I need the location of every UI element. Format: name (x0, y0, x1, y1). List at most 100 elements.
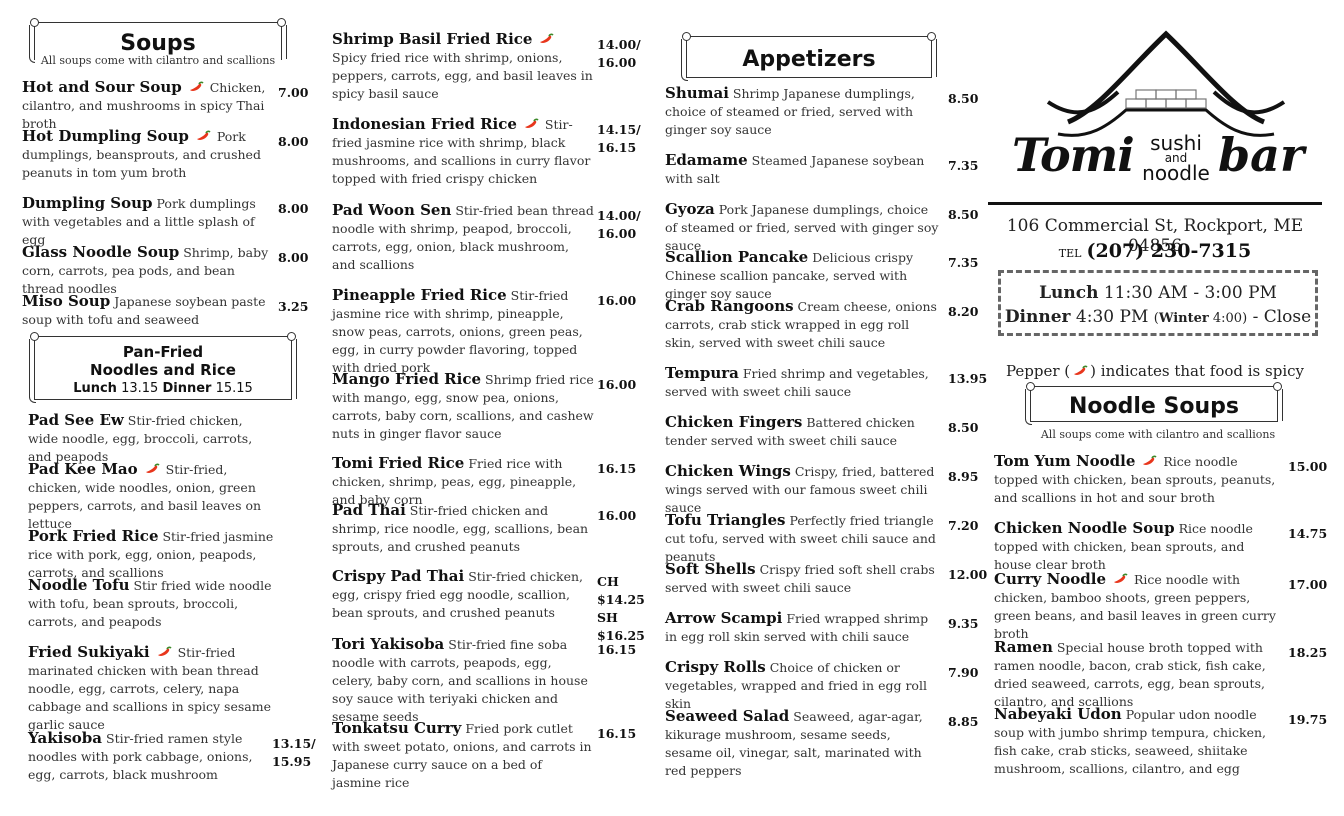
item-price: 12.00 (948, 567, 988, 582)
item-description: Pork Japanese dumplings, choice of steam… (665, 202, 939, 253)
menu-item: Crab Rangoons Cream cheese, onions carro… (665, 297, 941, 352)
item-description: Rice noodle with chicken, bamboo shoots,… (994, 572, 1276, 641)
item-price: 8.85 (948, 714, 979, 729)
panfried-dinner-label: Dinner (162, 381, 212, 396)
item-description: Stir-fried chicken and shrimp, rice nood… (332, 503, 589, 554)
item-name: Pad Woon Sen (332, 201, 452, 219)
logo-underline (988, 202, 1322, 205)
menu-item: Tofu Triangles Perfectly fried triangle … (665, 511, 941, 566)
pepper-icon (188, 80, 204, 92)
item-price: 18.25 (1288, 645, 1328, 660)
item-description: Stir-fried jasmine rice with shrimp, bla… (332, 117, 591, 186)
brand-script-2: bar (1218, 128, 1305, 182)
menu-item: Tempura Fried shrimp and vegetables, ser… (665, 364, 941, 401)
item-description: Choice of chicken or vegetables, wrapped… (665, 660, 927, 711)
item-description: Fried wrapped shrimp in egg roll skin se… (665, 611, 929, 644)
item-price: 8.00 (278, 250, 309, 265)
menu-item: Pad Thai Stir-fried chicken and shrimp, … (332, 501, 594, 556)
item-name: Tempura (665, 364, 739, 382)
pepper-icon (1072, 363, 1088, 375)
item-name: Crab Rangoons (665, 297, 794, 315)
appetizers-title: Appetizers (742, 47, 876, 72)
item-price: 8.50 (948, 91, 979, 106)
menu-item: Crispy Rolls Choice of chicken or vegeta… (665, 658, 941, 713)
menu-item: Edamame Steamed Japanese soybean with sa… (665, 151, 941, 188)
menu-item: Tonkatsu Curry Fried pork cutlet with sw… (332, 719, 594, 792)
item-name: Tonkatsu Curry (332, 719, 462, 737)
menu-item: Curry Noodle Rice noodle with chicken, b… (994, 570, 1284, 643)
item-description: Shrimp, baby corn, carrots, pea pods, an… (22, 245, 269, 296)
menu-item: Arrow Scampi Fried wrapped shrimp in egg… (665, 609, 941, 646)
menu-item: Tom Yum Noodle Rice noodle topped with c… (994, 452, 1284, 507)
item-price: 7.35 (948, 158, 979, 173)
item-description: Shrimp Japanese dumplings, choice of ste… (665, 86, 915, 137)
legend-post: ) indicates that food is spicy (1090, 362, 1304, 380)
item-price: 16.00 (597, 377, 637, 392)
item-description: Stir-fried marinated chicken with bean t… (28, 645, 271, 732)
item-description: Cream cheese, onions carrots, crab stick… (665, 299, 937, 350)
item-description: Special house broth topped with ramen no… (994, 640, 1266, 709)
item-name: Dumpling Soup (22, 194, 153, 212)
item-price: 13.15/ 15.95 (272, 736, 316, 769)
item-price: 7.35 (948, 255, 979, 270)
pepper-icon (195, 129, 211, 141)
item-name: Shrimp Basil Fried Rice (332, 30, 533, 48)
item-name: Mango Fried Rice (332, 370, 482, 388)
item-description: Stir-fried chicken, wide noodle, egg, br… (28, 413, 253, 464)
item-name: Tori Yakisoba (332, 635, 445, 653)
panfried-lunch-label: Lunch (73, 381, 117, 396)
brand-words: sushi and noodle (1136, 133, 1216, 183)
item-description: Stir-fried, chicken, wide noodles, onion… (28, 462, 262, 531)
item-name: Tomi Fried Rice (332, 454, 465, 472)
item-description: Stir-fried fine soba noodle with carrots… (332, 637, 588, 724)
item-name: Pineapple Fried Rice (332, 286, 507, 304)
lunch-hours-line: Lunch 11:30 AM - 3:00 PM (1001, 283, 1315, 303)
pepper-icon (144, 462, 160, 474)
menu-item: Chicken Noodle Soup Rice noodle topped w… (994, 519, 1284, 574)
item-name: Pork Fried Rice (28, 527, 159, 545)
item-name: Crispy Rolls (665, 658, 766, 676)
item-name: Shumai (665, 84, 729, 102)
noodle-soups-banner: Noodle Soups (1025, 382, 1283, 425)
item-description: Battered chicken tender served with swee… (665, 415, 915, 448)
item-price: 16.15 (597, 461, 637, 476)
item-name: Crispy Pad Thai (332, 567, 465, 585)
item-description: Steamed Japanese soybean with salt (665, 153, 925, 186)
item-price: 8.00 (278, 201, 309, 216)
dinner-hours: 4:30 PM (1075, 307, 1149, 327)
item-description: Fried shrimp and vegetables, served with… (665, 366, 929, 399)
brand-and: and (1164, 151, 1188, 165)
panfried-lunch-price: 13.15 (121, 381, 159, 396)
logo: Tomi sushi and noodle bar (1008, 30, 1308, 196)
item-description: Pork dumplings with vegetables and a lit… (22, 196, 256, 247)
item-name: Miso Soup (22, 292, 111, 310)
item-description: Fried rice with chicken, shrimp, peas, e… (332, 456, 577, 507)
menu-item: Shumai Shrimp Japanese dumplings, choice… (665, 84, 941, 139)
item-price: 16.00 (597, 508, 637, 523)
phone-number: (207) 230-7315 (1086, 240, 1252, 262)
menu-item: Yakisoba Stir-fried ramen style noodles … (28, 729, 274, 784)
soups-banner: Soups All soups come with cilantro and s… (29, 18, 287, 67)
item-description: Chicken, cilantro, and mushrooms in spic… (22, 80, 266, 131)
item-price: 8.50 (948, 207, 979, 222)
menu-item: Chicken Wings Crispy, fried, battered wi… (665, 462, 941, 517)
item-name: Tofu Triangles (665, 511, 786, 529)
item-price: 16.00 (597, 293, 637, 308)
item-description: Crispy fried soft shell crabs served wit… (665, 562, 935, 595)
item-name: Curry Noodle (994, 570, 1107, 588)
item-name: Noodle Tofu (28, 576, 130, 594)
item-name: Hot Dumpling Soup (22, 127, 189, 145)
pepper-icon (523, 117, 539, 129)
menu-item: Crispy Pad Thai Stir-fried chicken, egg,… (332, 567, 594, 622)
legend-pre: Pepper ( (1005, 362, 1071, 380)
item-description: Stir-fried jasmine rice with shrimp, pin… (332, 288, 583, 375)
lunch-label: Lunch (1039, 283, 1099, 303)
brand-script-1: Tomi (1012, 128, 1135, 182)
item-name: Chicken Wings (665, 462, 791, 480)
item-description: Fried pork cutlet with sweet potato, oni… (332, 721, 592, 790)
item-price: 17.00 (1288, 577, 1328, 592)
panfried-prices: Lunch 13.15 Dinner 15.15 (35, 381, 291, 396)
lunch-hours: 11:30 AM - 3:00 PM (1103, 283, 1277, 303)
item-name: Pad Kee Mao (28, 460, 138, 478)
item-name: Indonesian Fried Rice (332, 115, 517, 133)
